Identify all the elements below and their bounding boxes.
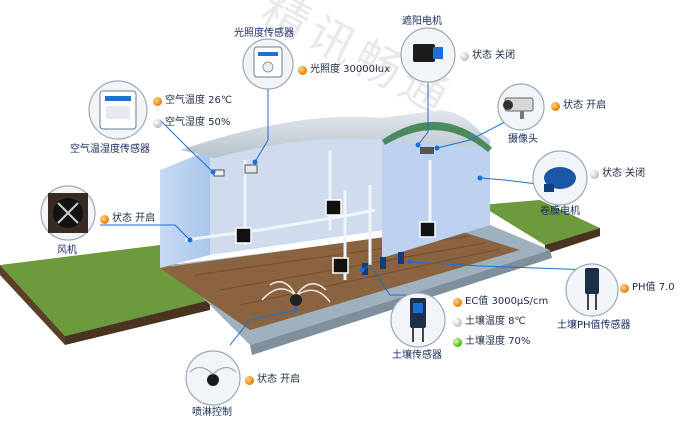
status-dot-icon xyxy=(153,96,162,106)
fan-icon xyxy=(48,193,88,233)
air-temp-reading: 空气温度 26℃ xyxy=(153,95,232,107)
status-dot-icon xyxy=(460,51,469,61)
light-sensor-title: 光照度传感器 xyxy=(234,28,294,39)
light-sensor-reading: 光照度 30000lux xyxy=(298,64,390,76)
film-motor-status: 状态 关闭 xyxy=(590,168,645,180)
shade-motor-icon xyxy=(413,44,443,62)
status-dot-icon xyxy=(298,65,307,75)
shade-motor-title: 遮阳电机 xyxy=(402,16,442,27)
air-humidity-reading: 空气湿度 50% xyxy=(153,117,230,129)
shade-motor-status: 状态 关闭 xyxy=(460,50,515,62)
film-motor-icon xyxy=(544,167,576,192)
soil-sensor-icon xyxy=(410,298,426,342)
sprinkler-icon xyxy=(189,366,237,386)
soil-temp-reading: 土壤温度 8℃ xyxy=(453,316,526,328)
air-sensor-title: 空气温湿度传感器 xyxy=(70,144,150,155)
status-dot-icon xyxy=(245,375,254,385)
status-dot-icon xyxy=(153,118,162,128)
camera-icon xyxy=(503,97,534,119)
camera-status: 状态 开启 xyxy=(551,100,606,112)
status-dot-icon xyxy=(453,317,462,327)
fan-title: 风机 xyxy=(57,245,77,256)
soil-sensor-title: 土壤传感器 xyxy=(392,350,442,361)
ph-reading: PH值 7.0 xyxy=(620,282,675,294)
sprinkler-status: 状态 开启 xyxy=(245,374,300,386)
sprinkler-title: 喷淋控制 xyxy=(192,407,232,418)
soil-humidity-reading: 土壤湿度 70% xyxy=(453,336,530,348)
greenhouse-floor xyxy=(160,228,520,330)
camera-title: 摄像头 xyxy=(508,134,538,145)
status-dot-icon xyxy=(551,101,560,111)
ph-sensor-title: 土壤PH值传感器 xyxy=(557,320,631,331)
soil-ec-reading: EC值 3000μS/cm xyxy=(453,296,548,308)
status-dot-icon xyxy=(453,297,462,307)
ph-sensor-icon xyxy=(585,268,599,310)
ground-grass xyxy=(0,200,600,345)
status-dot-icon xyxy=(100,214,109,224)
status-dot-icon xyxy=(453,337,462,347)
film-motor-title: 卷膜电机 xyxy=(540,206,580,217)
status-dot-icon xyxy=(620,283,629,293)
fan-status: 状态 开启 xyxy=(100,213,155,225)
status-dot-icon xyxy=(590,169,599,179)
